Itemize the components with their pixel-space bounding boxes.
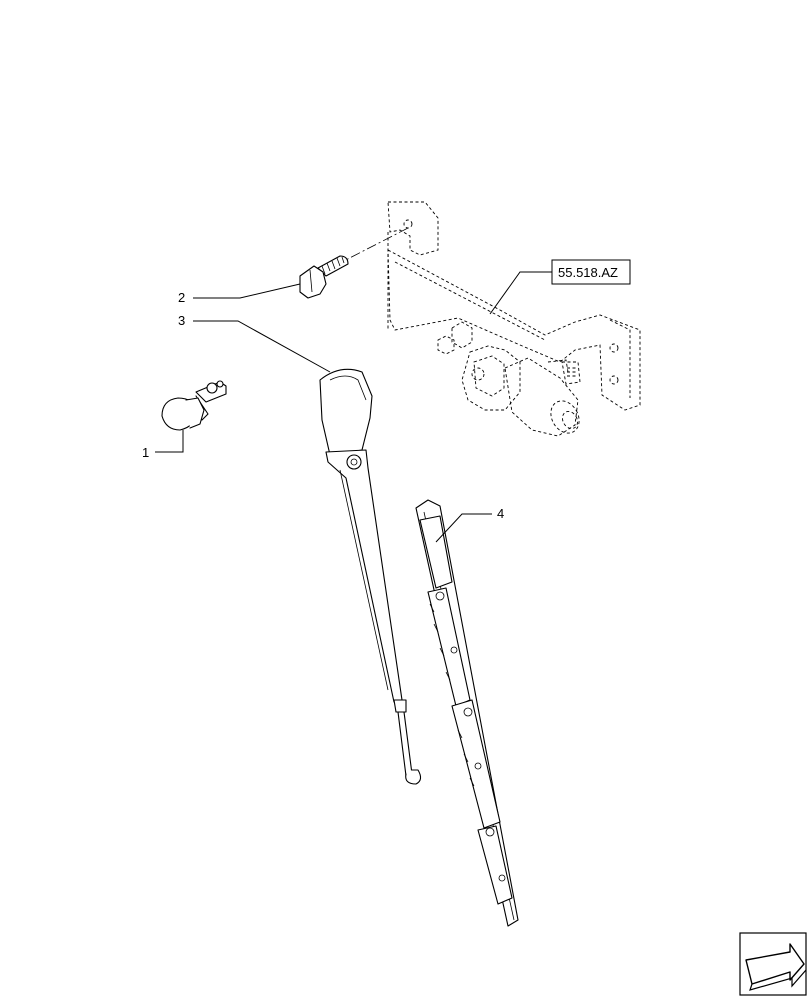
part-4-wiper-blade — [415, 499, 519, 927]
leader-4 — [435, 513, 492, 543]
callout-label-2: 2 — [178, 290, 185, 305]
part-1-washer-nozzle — [161, 380, 227, 431]
reference-link-box[interactable]: 55.518.AZ — [551, 259, 631, 285]
callout-label-1: 1 — [142, 445, 149, 460]
leader-ref — [489, 271, 552, 315]
callout-label-4: 4 — [497, 506, 504, 521]
wiper-motor-assembly-reference — [337, 201, 641, 437]
next-page-arrow-icon[interactable] — [739, 932, 807, 996]
part-3-wiper-arm — [319, 368, 422, 785]
part-2-bolt — [299, 255, 349, 299]
callout-label-3: 3 — [178, 313, 185, 328]
leader-1 — [155, 430, 184, 453]
leader-2 — [193, 283, 301, 299]
reference-label: 55.518.AZ — [558, 265, 618, 280]
leader-3 — [193, 320, 331, 373]
